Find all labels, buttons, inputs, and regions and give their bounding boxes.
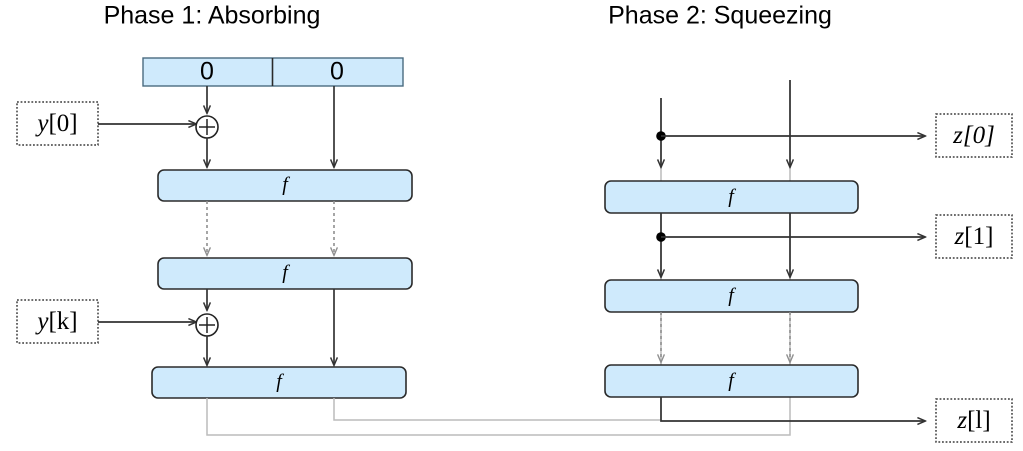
input-yk: y[k] xyxy=(16,299,99,344)
input-y0-box xyxy=(16,101,99,146)
phase2-permutation-1: f xyxy=(604,180,859,214)
output-z0-box xyxy=(935,113,1013,158)
phase1-f1-label: f xyxy=(282,174,290,196)
input-y0-label: y[0] xyxy=(34,110,77,137)
phase2-title: Phase 2: Squeezing xyxy=(608,2,832,30)
phase2-f2-label: f xyxy=(728,285,736,307)
phase2-f2-box xyxy=(604,279,859,313)
input-y0: y[0] xyxy=(16,101,99,146)
phase1-f3-label: f xyxy=(276,371,284,393)
output-z1-label: z[1] xyxy=(954,223,994,250)
phase1-title: Phase 1: Absorbing xyxy=(104,2,321,30)
output-z1: z[1] xyxy=(935,214,1013,259)
phase1-f1-box xyxy=(157,169,413,202)
phase2-f1-box xyxy=(604,180,859,214)
output-zl-label: z[l] xyxy=(956,407,990,434)
phase1-permutation-3: f xyxy=(151,366,407,399)
initial-state-register: 0 0 xyxy=(142,57,404,87)
output-zl: z[l] xyxy=(935,398,1013,443)
input-yk-box xyxy=(16,299,99,344)
state-left-value: 0 xyxy=(200,58,214,86)
phase1-f2-box xyxy=(157,257,413,290)
xor-operator-2 xyxy=(195,313,219,337)
phase2-f1-label: f xyxy=(728,186,736,208)
output-z1-box xyxy=(935,214,1013,259)
state-right-value: 0 xyxy=(330,58,344,86)
output-z0-label: z[0] xyxy=(952,122,995,149)
phase1-permutation-2: f xyxy=(157,257,413,290)
output-z0: z[0] xyxy=(935,113,1013,158)
phase1-permutation-1: f xyxy=(157,169,413,202)
phase2-f3-label: f xyxy=(728,370,736,392)
phase2-permutation-2: f xyxy=(604,279,859,313)
output-zl-box xyxy=(935,398,1013,443)
xor-operator-1 xyxy=(195,115,219,139)
phase1-f3-box xyxy=(151,366,407,399)
phase2-permutation-3: f xyxy=(604,364,859,398)
phase2-f3-box xyxy=(604,364,859,398)
wire-to-zl xyxy=(660,397,925,421)
phase1-f2-label: f xyxy=(282,262,290,284)
input-yk-label: y[k] xyxy=(34,308,77,335)
